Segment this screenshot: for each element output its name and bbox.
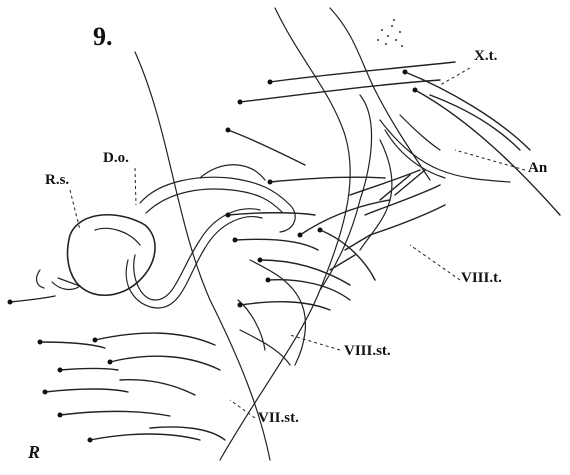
artist-signature: R (28, 442, 40, 463)
label-r-s: R.s. (45, 172, 69, 189)
figure-number: 9. (93, 22, 113, 52)
setae-bases (8, 70, 418, 443)
label-an: An (528, 160, 547, 177)
body-outline (37, 8, 510, 460)
stippling (377, 19, 403, 47)
label-viii-t: VIII.t. (461, 270, 502, 287)
label-x-t: X.t. (474, 48, 497, 65)
label-viii-st: VIII.st. (344, 343, 391, 360)
setae (10, 62, 560, 440)
label-d-o: D.o. (103, 150, 129, 167)
label-vii-st: VII.st. (258, 410, 299, 427)
